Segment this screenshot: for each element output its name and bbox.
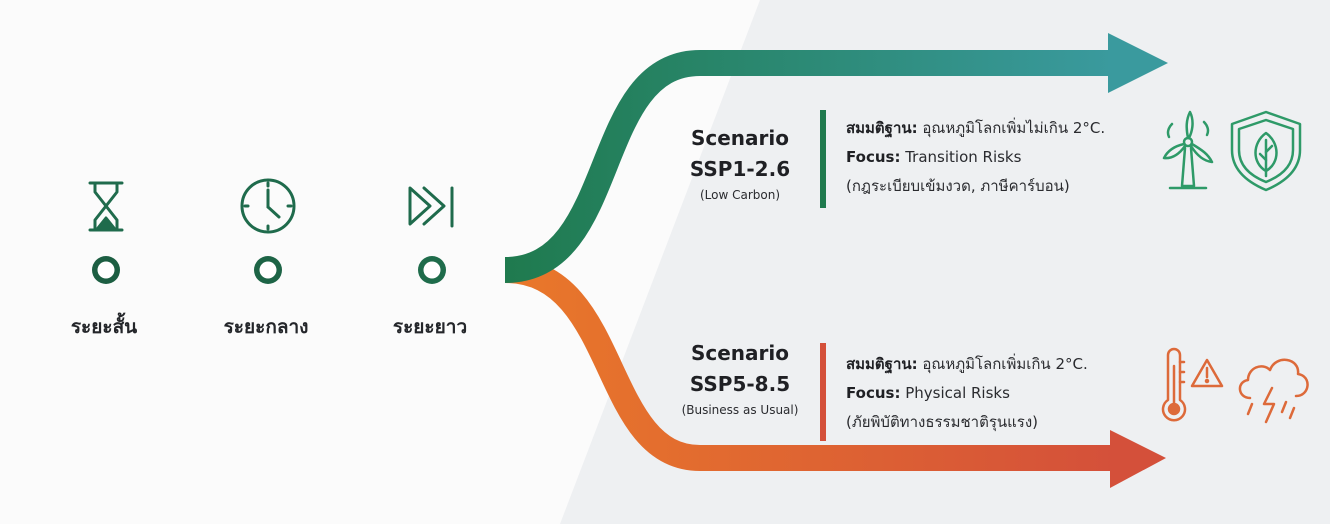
focus-text: Transition Risks	[900, 148, 1021, 166]
branch-ssp1-arrowhead	[1108, 33, 1168, 93]
scenario-accent-bar	[820, 343, 826, 441]
branch-ssp5	[504, 257, 1166, 488]
scenario-code: SSP5-8.5	[690, 372, 790, 396]
scenario-detail: (กฎระเบียบเข้มงวด, ภาษีคาร์บอน)	[846, 177, 1070, 195]
scenario-title: Scenario	[691, 126, 789, 150]
stage-label-long: ระยะยาว	[393, 316, 467, 338]
focus-label: Focus:	[846, 148, 900, 166]
background-panel	[560, 0, 1330, 524]
scenario-subtitle: (Business as Usual)	[682, 403, 799, 417]
stage-label-medium: ระยะกลาง	[224, 316, 309, 338]
assumption-label: สมมติฐาน:	[846, 355, 918, 374]
focus-text: Physical Risks	[900, 384, 1010, 402]
stage-label-short: ระยะสั้น	[71, 312, 137, 338]
assumption-line: สมมติฐาน: อุณหภูมิโลกเพิ่มเกิน 2°C.	[846, 353, 1088, 374]
timeline-node	[418, 256, 446, 284]
scenario-title: Scenario	[691, 341, 789, 365]
wind-turbine-icon	[1162, 110, 1214, 190]
focus-line: Focus: Physical Risks	[846, 384, 1010, 402]
focus-line: Focus: Transition Risks	[846, 148, 1022, 166]
scenario-subtitle: (Low Carbon)	[700, 188, 780, 202]
scenario-detail: (ภัยพิบัติทางธรรมชาติรุนแรง)	[846, 413, 1038, 432]
scenario-accent-bar	[820, 110, 826, 208]
branch-ssp5-arrowhead	[1110, 430, 1166, 488]
thermometer-warning-icon	[1161, 347, 1224, 422]
timeline-node	[254, 256, 282, 284]
focus-label: Focus:	[846, 384, 900, 402]
hourglass-icon	[88, 181, 124, 232]
assumption-text: อุณหภูมิโลกเพิ่มเกิน 2°C.	[918, 353, 1088, 374]
storm-cloud-icon	[1238, 358, 1309, 424]
scenario-code: SSP1-2.6	[690, 157, 790, 181]
assumption-label: สมมติฐาน:	[846, 119, 918, 138]
fast-forward-icon	[408, 186, 454, 228]
assumption-line: สมมติฐาน: อุณหภูมิโลกเพิ่มไม่เกิน 2°C.	[846, 117, 1105, 138]
branch-ssp1	[504, 33, 1168, 283]
leaf-shield-icon	[1230, 110, 1302, 192]
assumption-text: อุณหภูมิโลกเพิ่มไม่เกิน 2°C.	[918, 117, 1106, 138]
timeline-node	[92, 256, 120, 284]
clock-icon	[240, 178, 296, 234]
